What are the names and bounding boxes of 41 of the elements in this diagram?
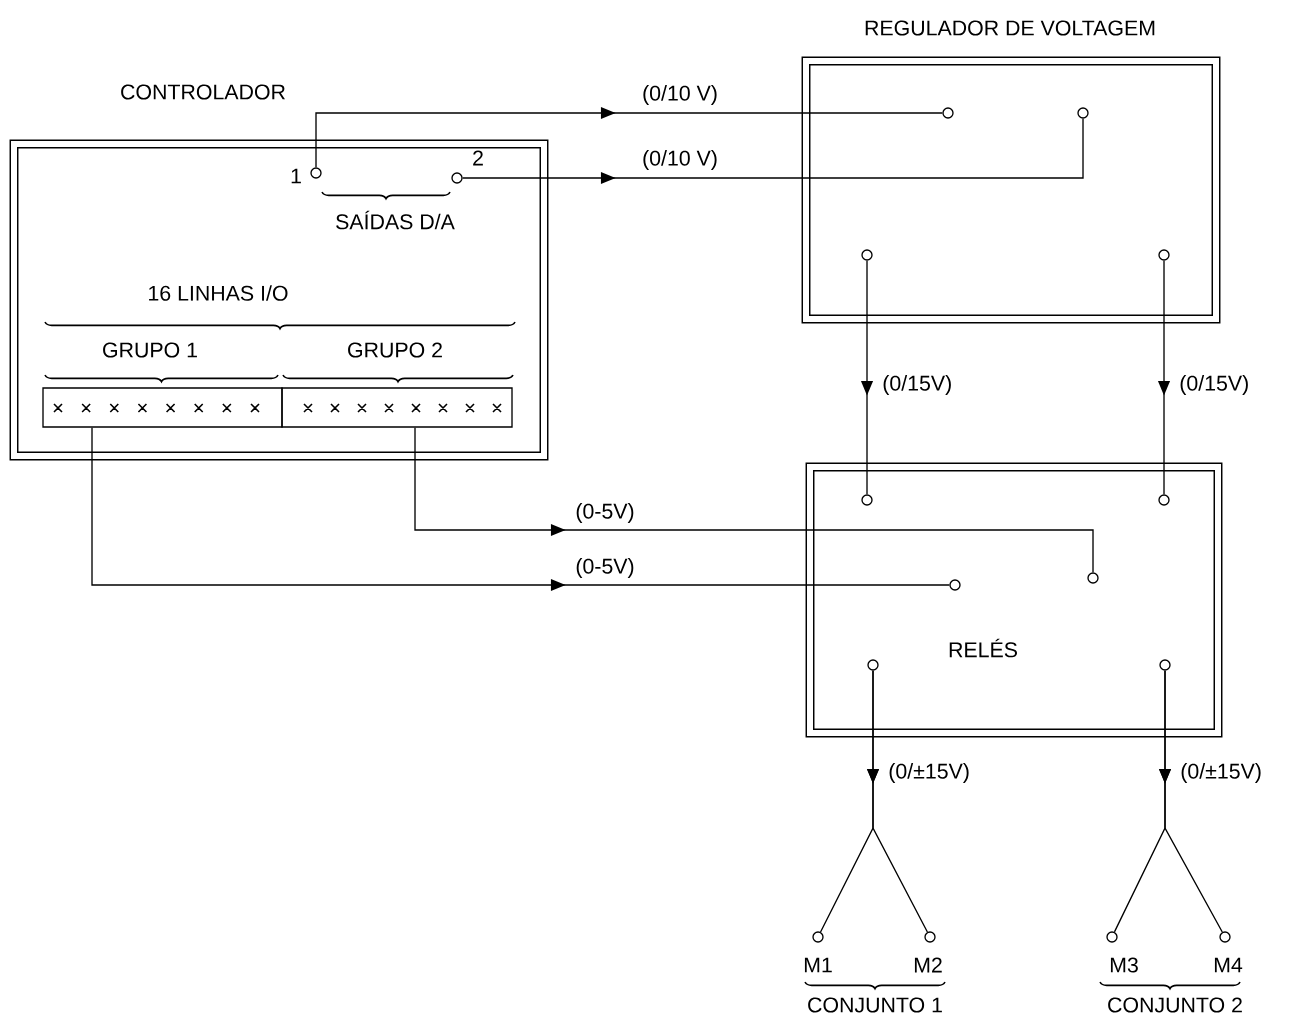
terminal: [942, 107, 954, 119]
edge-label: (0/15V): [1177, 373, 1252, 397]
arrow: [462, 118, 1084, 185]
group-label: CONJUNTO 1: [808, 997, 942, 1013]
edge-label: (0/±15V): [1178, 761, 1264, 785]
box-heading: RELÉS: [949, 638, 1017, 658]
terminal: [949, 579, 961, 591]
terminal: [1158, 494, 1170, 506]
edge-label: (0-5V): [573, 501, 637, 525]
box-heading: REGULADOR DE VOLTAGEM: [865, 20, 1155, 36]
group-label: SAÍDAS D/A: [336, 210, 455, 230]
group-label: 16 LINHAS I/O: [149, 285, 288, 301]
terminal-label: M2: [914, 957, 942, 973]
box-heading: CONTROLADOR: [121, 84, 285, 100]
arrow: [1158, 670, 1223, 933]
terminal: [861, 249, 873, 261]
terminal-label: 2: [473, 150, 483, 166]
terminal-label: M1: [804, 957, 832, 973]
group-label: CONJUNTO 2: [1108, 997, 1242, 1013]
terminal: [1077, 107, 1089, 119]
arrow: [1157, 260, 1171, 495]
terminal: [1159, 659, 1171, 671]
arrow: [866, 670, 929, 933]
terminal: [1087, 572, 1099, 584]
arrow: [860, 260, 874, 495]
arrow: [414, 427, 1094, 573]
terminal-label: 1: [291, 168, 301, 184]
terminal-label: M4: [1214, 957, 1243, 973]
terminal-label: M3: [1110, 957, 1138, 973]
edge-label: (0/10 V): [640, 83, 720, 107]
arrow: [315, 106, 943, 168]
edge-label: (0/10 V): [640, 148, 720, 172]
edge-label: (0/15V): [880, 373, 955, 397]
edge-label: (0-5V): [573, 556, 637, 580]
box-heading: GRUPO 2: [348, 342, 442, 358]
terminal: [861, 494, 873, 506]
edge-label: (0/±15V): [886, 761, 972, 785]
terminal: [867, 659, 879, 671]
box-heading: GRUPO 1: [103, 342, 197, 358]
terminal: [1158, 249, 1170, 261]
arrow: [91, 427, 950, 592]
